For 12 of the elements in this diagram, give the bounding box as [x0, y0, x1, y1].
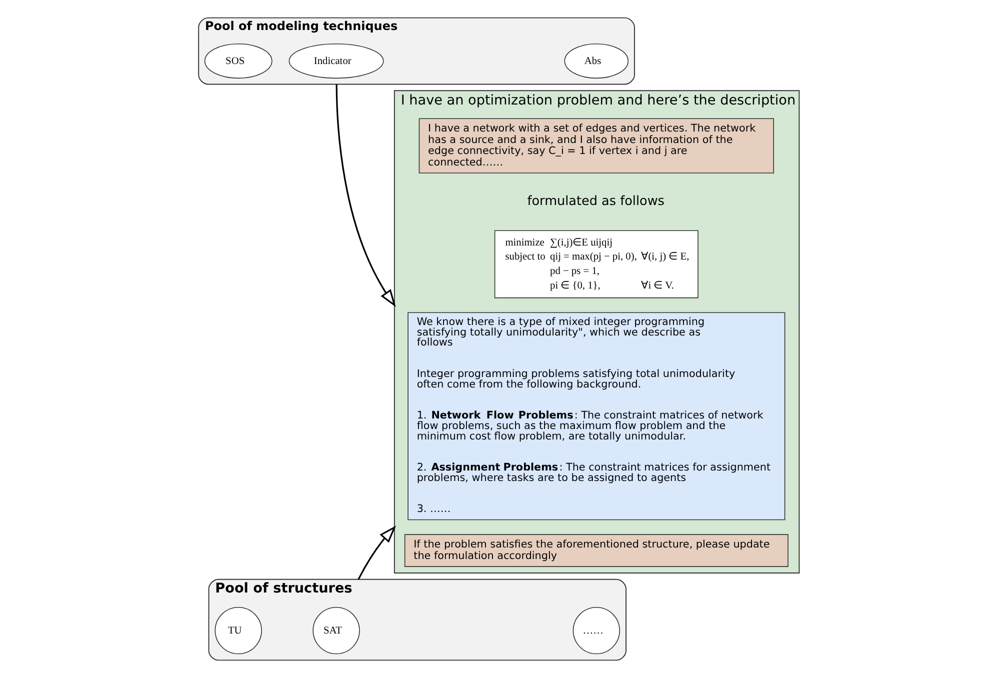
- node-circle: TU: [214, 606, 262, 654]
- node-circle: SAT: [312, 606, 360, 654]
- node-ellipse: Abs: [564, 43, 629, 79]
- node-ellipse: Indicator: [288, 43, 384, 79]
- node-box: If the problem satisfies the aforementioned structure, please update the formulation accordingly: [404, 534, 788, 567]
- arrow: [336, 84, 396, 307]
- node-ellipse: SOS: [204, 43, 272, 79]
- arrow: [358, 526, 396, 580]
- node-circle: ……: [572, 606, 620, 654]
- node-box: minimize ∑(i,j)∈E uijqij subject to qij = max(pj − pi, 0), ∀(i, j) ∈ E, pd − ps = 1, pi ∈ {0, 1}, ∀i ∈ V.: [494, 230, 698, 298]
- node-box: I have a network with a set of edges and vertices. The network has a source and a sink, and I also have information of the edge connectivity, say C_i = 1 if vertex i and j are connected……: [418, 118, 774, 174]
- node-box: We know there is a type of mixed integer programming satisfying totally unimodularity", which we describe as follows Integer programming problems satisfying total unimodularity often come from the following background. 1. Network Flow Problems: The constraint matrices of network flow problems, such as the maximum flow problem and the minimum cost flow problem, are totally unimodular. 2. Assignment Problems: The constraint matrices for assignment problems, where tasks are to be assigned to agents 3. ……: [408, 312, 786, 520]
